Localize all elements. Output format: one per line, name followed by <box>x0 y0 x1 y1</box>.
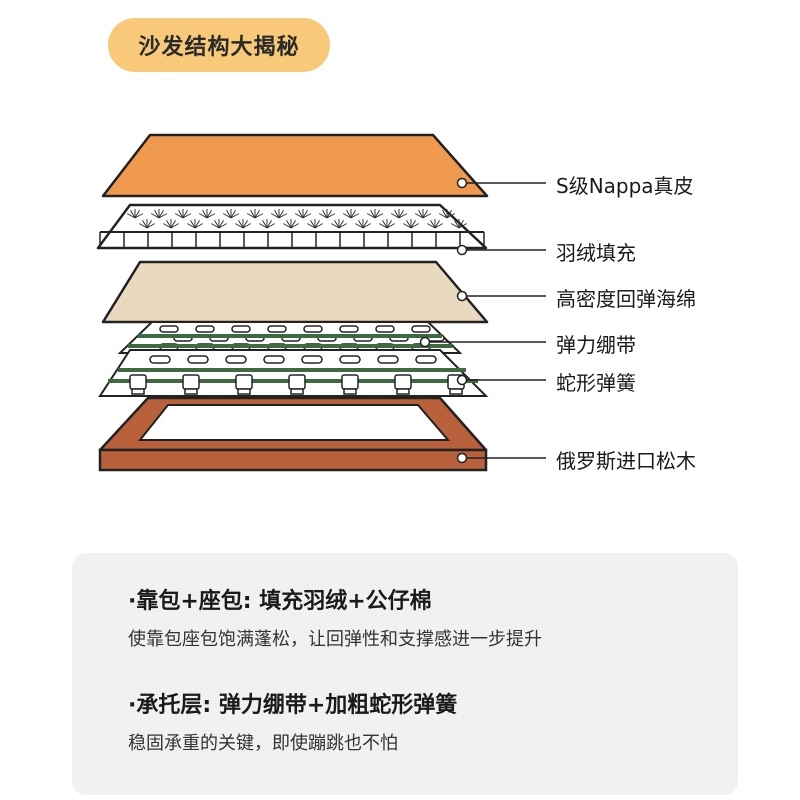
feature-point-cushion: ·靠包+座包: 填充羽绒+公仔棉 使靠包座包饱满蓬松，让回弹性和支撑感进一步提升 <box>128 583 542 651</box>
feature-description: 使靠包座包饱满蓬松，让回弹性和支撑感进一步提升 <box>128 629 542 650</box>
feature-description: 稳固承重的关键，即使蹦跳也不怕 <box>128 733 398 754</box>
feature-info-box: ·靠包+座包: 填充羽绒+公仔棉 使靠包座包饱满蓬松，让回弹性和支撑感进一步提升… <box>72 553 738 795</box>
sofa-structure-diagram <box>96 133 546 472</box>
spring-layer <box>98 349 489 397</box>
feature-heading: ·靠包+座包: 填充羽绒+公仔棉 <box>128 589 432 614</box>
label-pine-frame: 俄罗斯进口松木 <box>556 449 696 473</box>
pine-frame-layer <box>98 396 488 472</box>
down-layer <box>96 203 488 250</box>
label-foam: 高密度回弹海绵 <box>556 287 696 311</box>
label-elastic-band: 弹力绷带 <box>556 333 636 357</box>
label-leather: S级Nappa真皮 <box>556 174 694 198</box>
label-serpentine-spring: 蛇形弹簧 <box>556 371 636 395</box>
feature-point-support: ·承托层: 弹力绷带+加粗蛇形弹簧 稳固承重的关键，即使蹦跳也不怕 <box>128 687 457 755</box>
page-title: 沙发结构大揭秘 <box>108 18 330 72</box>
feature-heading: ·承托层: 弹力绷带+加粗蛇形弹簧 <box>128 693 458 718</box>
foam-layer <box>101 260 489 324</box>
elastic-band-layer <box>117 321 463 354</box>
leather-layer <box>101 133 489 198</box>
label-down: 羽绒填充 <box>556 241 636 265</box>
